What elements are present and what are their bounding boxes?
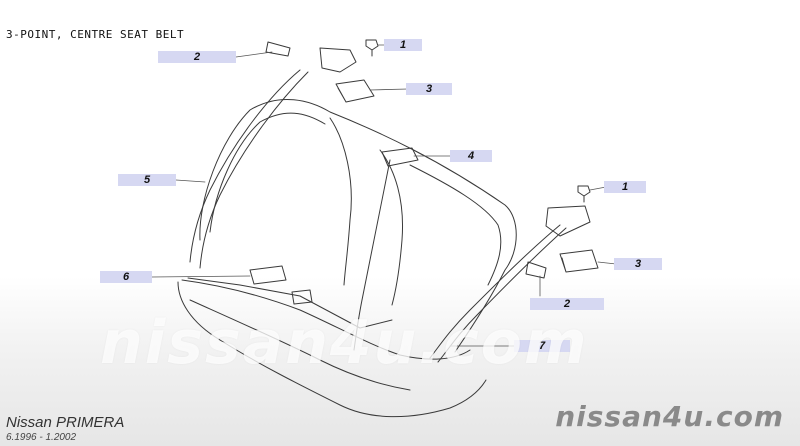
leader-2-top	[235, 51, 273, 58]
callout-6[interactable]: 6	[100, 271, 152, 283]
cover-top	[335, 79, 375, 103]
leader-1-right	[589, 186, 607, 191]
retractor-right	[545, 205, 591, 237]
callout-3-right[interactable]: 3	[614, 258, 662, 270]
leader-5	[175, 179, 206, 183]
footer-date-range: 6.1996 - 1.2002	[6, 432, 77, 443]
bolt-top	[365, 39, 379, 57]
centre-belt	[353, 159, 391, 351]
callout-3-top[interactable]: 3	[406, 83, 452, 95]
callout-1-top[interactable]: 1	[384, 39, 422, 51]
bolt-right	[577, 185, 591, 203]
left-shoulder-belt-b	[199, 71, 309, 269]
seat-cushion-outline	[177, 281, 487, 418]
seat-back-center-divider	[329, 117, 352, 286]
leader-3-top	[369, 88, 409, 91]
seat-cushion-front	[189, 299, 411, 391]
callout-7[interactable]: 7	[514, 340, 570, 352]
seat-back-inner-right	[409, 164, 502, 286]
callout-1-right[interactable]: 1	[604, 181, 646, 193]
callout-2-bottom[interactable]: 2	[530, 298, 604, 310]
seat-back-center-divider-2	[379, 149, 404, 306]
right-shoulder-belt	[429, 224, 561, 359]
seat-cushion-top	[181, 279, 471, 360]
leader-6	[151, 275, 251, 278]
anchor-right	[525, 261, 547, 279]
retractor-top	[319, 47, 357, 73]
callout-2-top[interactable]: 2	[158, 51, 236, 63]
seat-back-outline	[199, 98, 517, 353]
seat-back-inner-left	[209, 112, 326, 233]
callout-4[interactable]: 4	[450, 150, 492, 162]
right-shoulder-belt-b	[437, 227, 567, 363]
cover-right	[559, 249, 599, 273]
left-shoulder-belt	[189, 69, 301, 263]
watermark-text: nissan4u.com	[100, 308, 589, 378]
leader-3-right	[597, 261, 617, 265]
diagram-title: 3-POINT, CENTRE SEAT BELT	[6, 28, 185, 41]
footer-site-logo[interactable]: nissan4u.com	[555, 400, 784, 433]
anchor-top-left	[265, 41, 291, 57]
lap-belt	[187, 277, 393, 329]
callout-5[interactable]: 5	[118, 174, 176, 186]
buckle-assembly	[249, 265, 313, 305]
footer-model: Nissan PRIMERA	[6, 414, 125, 431]
centre-guide	[381, 147, 419, 167]
